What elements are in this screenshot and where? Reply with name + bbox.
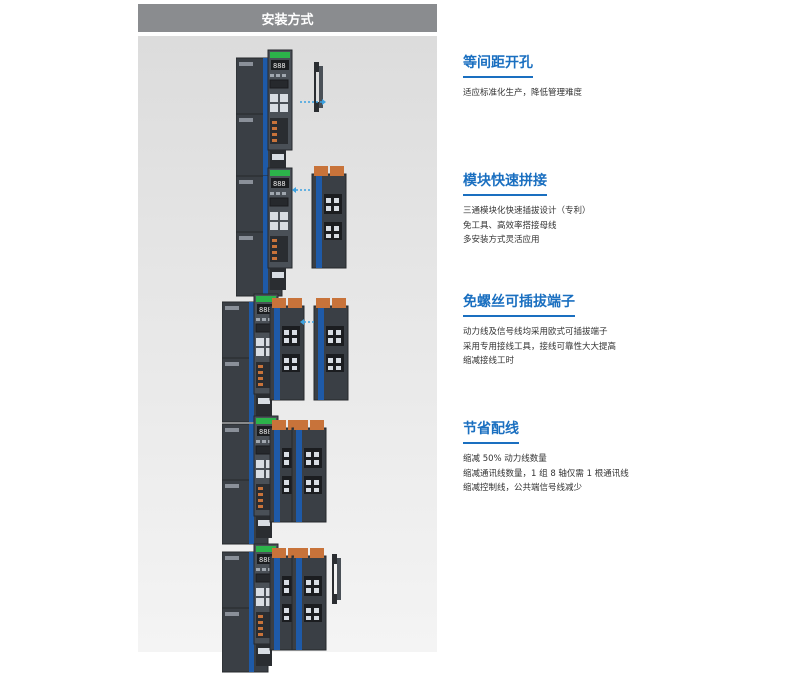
illustration-rail-mount xyxy=(222,543,341,673)
feature-equal-spacing: 等间距开孔 适应标准化生产，降低管理难度 xyxy=(463,52,783,101)
section-header-title: 安装方式 xyxy=(261,12,314,28)
feature-line: 三通模块化快速插拔设计（专利） xyxy=(463,206,591,216)
illustration-equal-spacing xyxy=(236,49,326,179)
feature-line: 动力线及信号线均采用欧式可插拔端子 xyxy=(463,327,608,337)
illustration-wiring-saving xyxy=(222,415,327,545)
feature-screwless-terminal: 免螺丝可插拔端子 动力线及信号线均采用欧式可插拔端子 采用专用接线工具，接线可靠… xyxy=(463,291,783,369)
feature-line: 采用专用接线工具，接线可靠性大大提高 xyxy=(463,341,617,352)
feature-line: 多安装方式灵活应用 xyxy=(463,235,540,245)
section-header: 安装方式 xyxy=(138,4,437,32)
illustration-screwless-terminal xyxy=(222,293,349,423)
feature-line: 缩减控制线，公共端信号线减少 xyxy=(463,483,583,493)
feature-module-splice: 模块快速拼接 三通模块化快速插拔设计（专利） 免工具、高效率搭接母线 多安装方式… xyxy=(463,170,783,248)
illustration-module-splice xyxy=(236,165,347,297)
feature-line: 适应标准化生产，降低管理难度 xyxy=(463,88,583,98)
feature-title: 等间距开孔 xyxy=(463,52,533,78)
feature-line: 缩减 50% 动力线数量 xyxy=(463,454,547,464)
feature-title: 模块快速拼接 xyxy=(463,170,547,196)
feature-line: 免工具、高效率搭接母线 xyxy=(463,220,557,231)
feature-line: 缩减通讯线数量，1 组 8 轴仅需 1 根通讯线 xyxy=(463,468,629,479)
feature-title: 节省配线 xyxy=(463,418,519,444)
feature-title: 免螺丝可插拔端子 xyxy=(463,291,575,317)
feature-wiring-saving: 节省配线 缩减 50% 动力线数量 缩减通讯线数量，1 组 8 轴仅需 1 根通… xyxy=(463,418,783,496)
feature-line: 缩减接线工时 xyxy=(463,356,515,366)
